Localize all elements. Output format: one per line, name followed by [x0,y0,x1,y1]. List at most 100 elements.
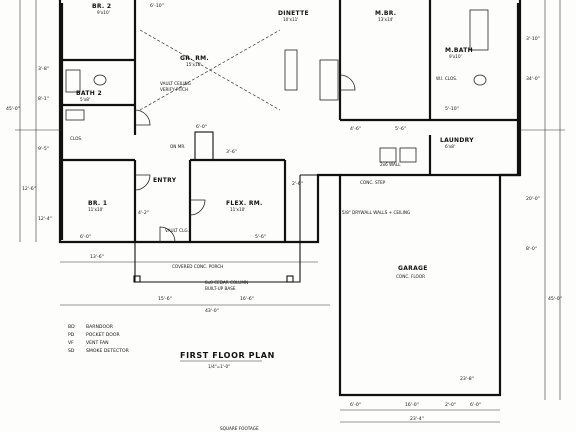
dim-left-overall: 45'-0" [6,106,20,112]
room-br1-label: BR. 1 [88,200,107,207]
dimension-text: 45'-0" 3'-8" 8'-1" 12'-6" 9'-5" 12'-4" 3… [6,3,562,422]
room-mbr-label: M.BR. [375,10,396,17]
dim-bottom-b: 15'-6" [158,296,172,302]
door-br1 [134,174,151,191]
room-entry-label: ENTRY [153,177,177,184]
note-clos: CLOS. [70,136,82,141]
legend-code-2: VF [68,340,74,346]
room-labels: BR. 2 9'x10' GR. RM. 15'x18' DINETTE 10'… [76,3,474,279]
plan-scale: 1/4"=1'-0" [208,364,230,369]
door-mbr [339,74,356,91]
dim-right-a: 3'-10" [526,36,540,42]
note-porch: COVERED CONC. PORCH [172,264,223,269]
dim-garage-c: 2'-0" [445,402,456,408]
dim-interior-d: 3'-6" [226,149,237,155]
dim-left-e: 12'-4" [38,216,52,222]
dimension-lines [15,0,565,423]
legend-text-2: VENT FAN [86,340,109,346]
kitchen-counter [319,59,339,101]
dim-interior-j: 6'-10" [150,3,164,9]
dim-right-c: 20'-0" [526,196,540,202]
legend-code-0: BD [68,324,75,330]
footer-square-footage: SQUARE FOOTAGE [220,426,259,431]
dim-interior-h: 5'-6" [395,126,406,132]
vanity-bath2 [65,109,85,121]
room-bath2-size: 5'x8' [80,97,90,102]
dim-interior-f: 2'-6" [292,181,303,187]
shower-mbath [469,9,489,51]
dim-right-d: 8'-0" [526,246,537,252]
legend: BD BARNDOOR PD POCKET DOOR VF VENT FAN S… [68,324,130,354]
dim-garage-b: 16'-0" [405,402,419,408]
interior-walls [62,0,520,242]
legend-text-1: POCKET DOOR [86,332,121,338]
room-flex-label: FLEX. RM. [226,200,263,207]
tub-bath2 [65,69,81,93]
room-br2-label: BR. 2 [92,3,111,10]
dim-interior-e: 6'-0" [196,124,207,130]
stair-box [194,131,214,161]
dim-interior-b: 4'-2" [138,210,149,216]
doors [134,74,356,243]
vault-line-b [139,29,281,111]
kitchen-island [284,49,298,91]
legend-code-3: SD [68,348,75,354]
note-up: ON MR. [170,144,185,149]
note-porch-base: BUILT-UP BASE [205,286,236,291]
legend-text-3: SMOKE DETECTOR [86,348,130,354]
room-dinette-label: DINETTE [278,10,309,17]
toilet-bath2 [93,74,107,86]
note-wall: 2x6 WALL [380,162,401,167]
room-grrm-label: GR. RM. [180,55,209,62]
dim-garage-e: 23'-8" [460,376,474,382]
room-laundry-size: 6'x8' [445,144,455,149]
dim-interior-i: 5'-10" [445,106,459,112]
toilet-mbath [473,74,487,86]
door-entry [159,226,176,243]
note-wic: W.I. CLOS. [436,76,457,81]
title-block: FIRST FLOOR PLAN 1/4"=1'-0" SQUARE FOOTA… [180,351,274,431]
dim-bottom-c: 16'-6" [240,296,254,302]
door-br2 [134,109,151,126]
dryer [399,147,417,163]
dim-left-d: 9'-5" [38,146,49,152]
dim-garage-d: 6'-0" [470,402,481,408]
note-vault-clg: VAULT CLG. [165,228,189,233]
note-porch-column: 8x8 CEDAR COLUMN [205,280,248,285]
note-drywall: 5/8" DRYWALL WALLS + CEILING [342,210,410,215]
dim-interior-c: 5'-6" [255,234,266,240]
room-mbath-size: 9'x10' [449,54,462,59]
dim-garage-w: 23'-4" [410,416,424,422]
room-garage-size: CONC. FLOOR [396,274,425,279]
room-mbath-label: M.BATH [445,47,473,54]
room-dinette-size: 10'x11' [283,17,298,22]
dim-left-b: 8'-1" [38,96,49,102]
note-conc-step: CONC. STEP [360,180,386,185]
room-bath2-label: BATH 2 [76,90,102,97]
dim-right-b: 34'-0" [526,76,540,82]
washer [379,147,397,163]
legend-text-0: BARNDOOR [86,324,114,330]
dim-right-overall: 45'-0" [548,296,562,302]
room-garage-label: GARAGE [398,265,428,272]
notes: VAULT CEILING VERIFY PITCH ON MR. CONC. … [70,76,457,291]
dim-left-a: 3'-8" [38,66,49,72]
dim-garage-a: 6'-0" [350,402,361,408]
room-laundry-label: LAUNDRY [440,137,474,144]
room-flex-size: 11'x10' [230,207,245,212]
dim-left-c: 12'-6" [22,186,36,192]
note-verify: VERIFY PITCH [160,87,188,92]
dim-bottom-a: 13'-6" [90,254,104,260]
porch-column-right [286,275,294,283]
dim-interior-g: 4'-6" [350,126,361,132]
dim-bottom-porch: 43'-0" [205,308,219,314]
dim-interior-a: 6'-0" [80,234,91,240]
door-flex [189,199,206,216]
room-br1-size: 11'x10' [88,207,103,212]
fixtures [65,9,489,163]
porch-column-left [133,275,141,283]
room-mbr-size: 13'x14' [378,17,393,22]
legend-code-1: PD [68,332,75,338]
